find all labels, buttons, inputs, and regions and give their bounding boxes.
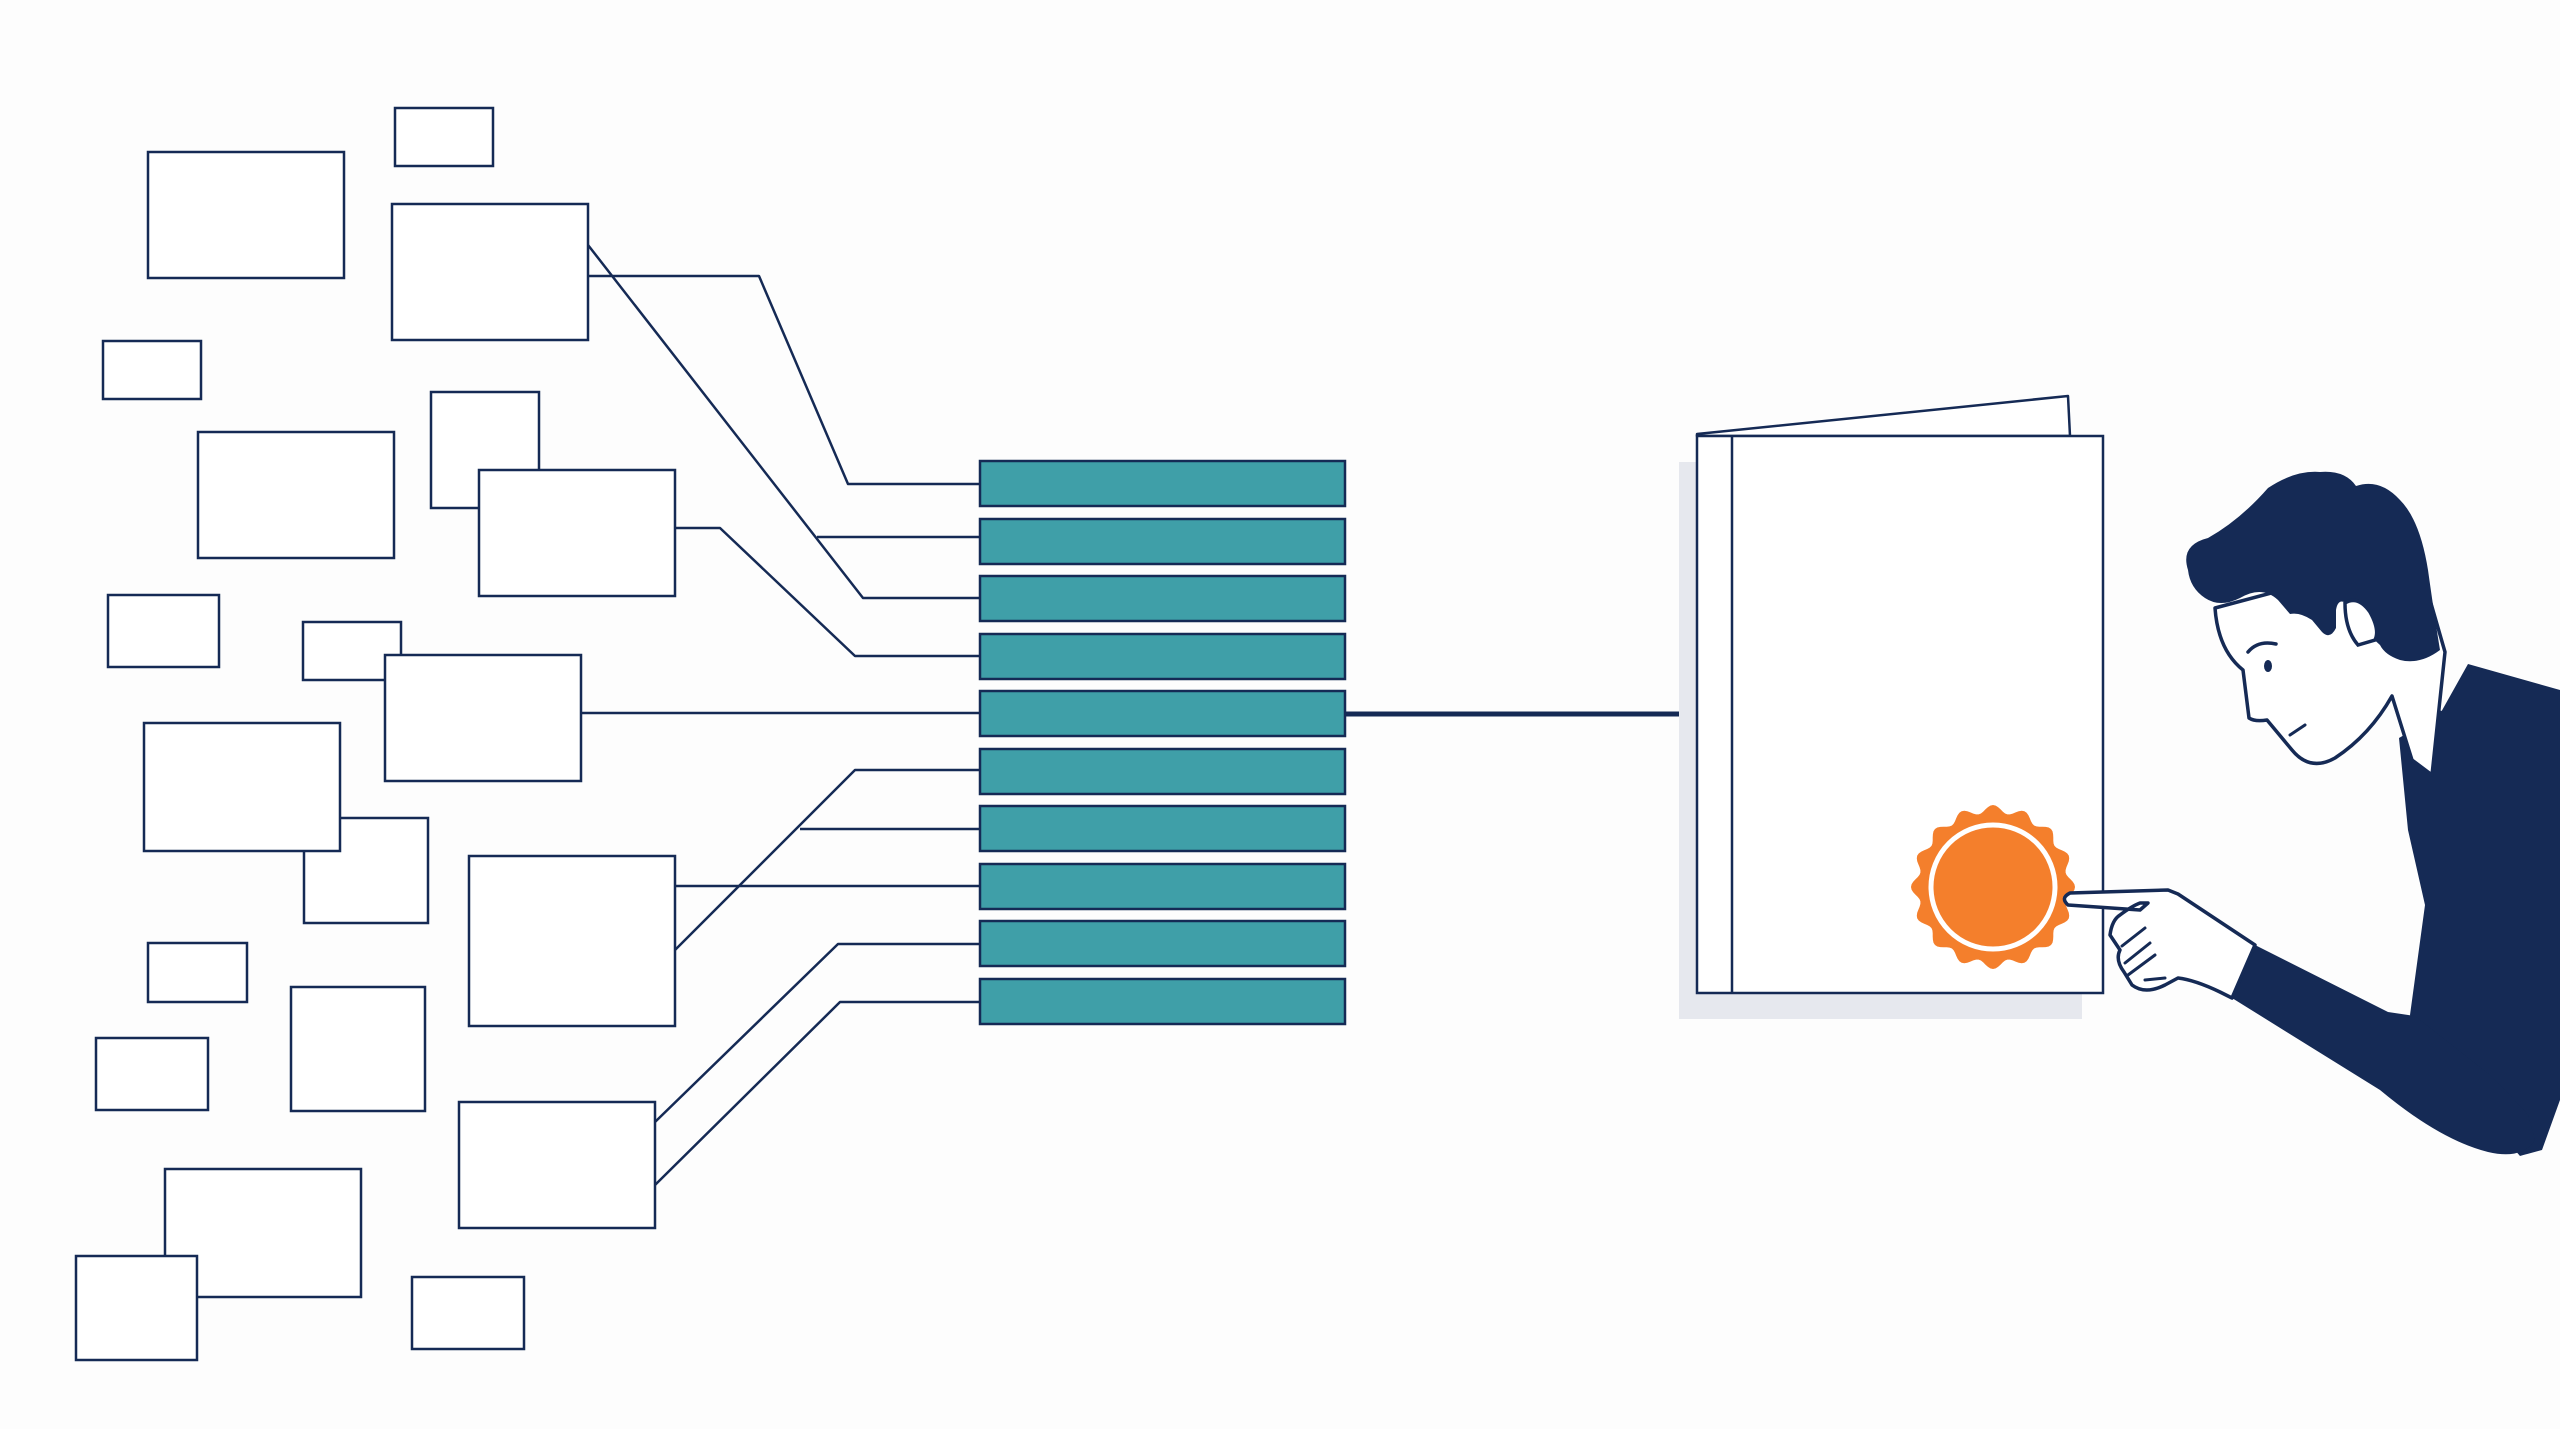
person-eyebrow: [2246, 641, 2278, 654]
person-torso: [2399, 664, 2560, 1156]
scattered-source-boxes: [74, 106, 677, 1362]
data-bar: [978, 804, 1347, 853]
source-box: [383, 653, 583, 783]
document-back-page: [1695, 394, 2072, 438]
source-box: [106, 593, 221, 669]
connector-line: [654, 942, 980, 1123]
person-eye: [2264, 660, 2272, 672]
source-box: [94, 1036, 210, 1112]
source-box: [390, 202, 590, 342]
person-pointing-icon: [2062, 471, 2560, 1156]
connector-line: [674, 768, 980, 951]
source-box: [146, 150, 346, 280]
source-box: [457, 1100, 657, 1230]
person-hair: [2186, 471, 2440, 662]
connector-line: [587, 244, 980, 600]
source-box: [101, 339, 203, 401]
award-seal-icon: [1911, 805, 2075, 969]
data-bar: [978, 517, 1347, 566]
person-arm: [2232, 945, 2535, 1155]
source-box: [477, 468, 677, 598]
connector-line: [675, 526, 980, 658]
data-bar: [978, 459, 1347, 508]
source-box: [410, 1275, 526, 1351]
connector-line: [654, 1000, 980, 1186]
source-box: [393, 106, 495, 168]
data-bar: [978, 632, 1347, 681]
data-bar: [978, 919, 1347, 968]
data-bar: [978, 977, 1347, 1026]
data-bar: [978, 747, 1347, 796]
source-box: [467, 854, 677, 1028]
person-mouth: [2288, 723, 2307, 737]
person-finger-lines: [2120, 926, 2167, 982]
data-bar: [978, 862, 1347, 911]
source-box: [196, 430, 396, 560]
source-box: [142, 721, 342, 853]
person-hand: [2062, 888, 2257, 1000]
seal-ring: [1928, 822, 2058, 952]
connector-line: [588, 274, 980, 486]
source-box: [146, 941, 249, 1004]
data-bar: [978, 574, 1347, 623]
connector-lines: [581, 244, 980, 1186]
stacked-data-bars: [978, 459, 1347, 1026]
source-box: [74, 1254, 199, 1362]
person-ear: [2343, 598, 2379, 647]
data-bar: [978, 689, 1347, 738]
source-box: [289, 985, 427, 1113]
